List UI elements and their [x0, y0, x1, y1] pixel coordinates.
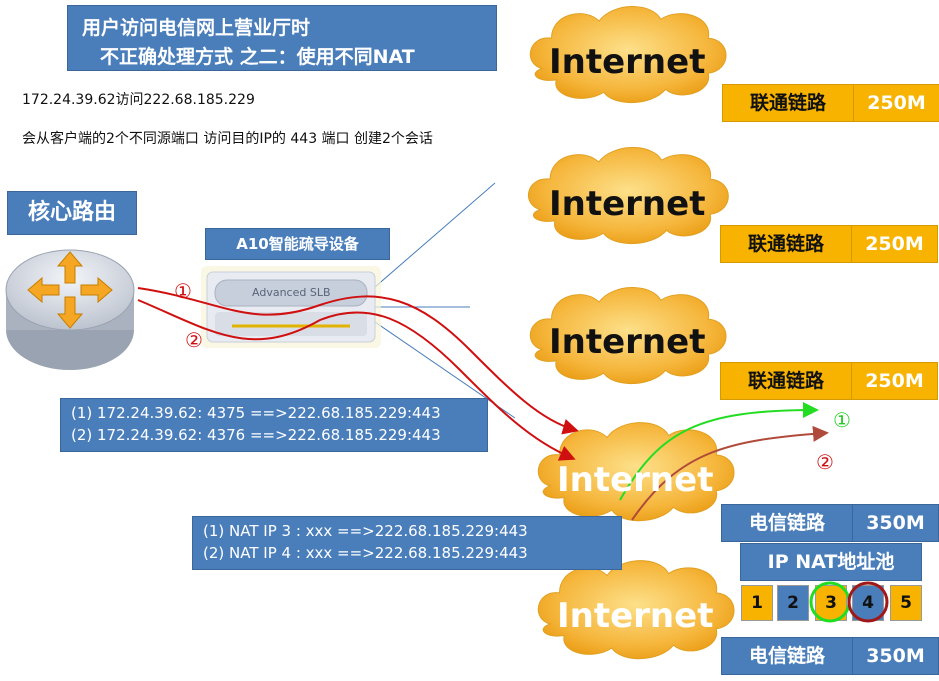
- link-row-4: 电信链路 350M: [721, 504, 939, 542]
- core-router-icon: [5, 249, 135, 370]
- link-name: 联通链路: [720, 225, 852, 263]
- core-router-label: 核心路由: [7, 191, 137, 235]
- link-row-1: 联通链路 250M: [722, 84, 939, 122]
- client-flow-2: (2) 172.24.39.62: 4376 ==>222.68.185.229…: [71, 426, 441, 444]
- nat-pool-item: 5: [890, 585, 922, 621]
- link-row-3: 联通链路 250M: [720, 362, 938, 400]
- link-row-5: 电信链路 350M: [721, 637, 939, 675]
- intro-line-2: 会从客户端的2个不同源端口 访问目的IP的 443 端口 创建2个会话: [22, 131, 433, 147]
- cloud-label-3: Internet: [549, 322, 706, 362]
- nat-flow-1: (1) NAT IP 3 : xxx ==>222.68.185.229:443: [203, 522, 528, 540]
- nat-flow-2: (2) NAT IP 4 : xxx ==>222.68.185.229:443: [203, 544, 528, 562]
- nat-flow-marker-1: ①: [833, 408, 851, 432]
- title-line-2: 不正确处理方式 之二：使用不同NAT: [100, 46, 415, 68]
- device-panel-text: Advanced SLB: [252, 286, 331, 299]
- link-bandwidth: 250M: [851, 362, 938, 400]
- title-line-1: 用户访问电信网上营业厅时: [82, 17, 311, 39]
- intro-line-1: 172.24.39.62访问222.68.185.229: [22, 92, 255, 108]
- nat-pool-title: IP NAT地址池: [740, 543, 922, 581]
- diagram-title: 用户访问电信网上营业厅时 不正确处理方式 之二：使用不同NAT: [67, 5, 497, 71]
- link-name: 联通链路: [720, 362, 852, 400]
- link-bandwidth: 250M: [851, 225, 938, 263]
- cloud-label-2: Internet: [549, 184, 706, 224]
- nat-flow-marker-2: ②: [816, 450, 834, 474]
- link-name: 电信链路: [721, 504, 853, 542]
- flow-marker-2: ②: [185, 328, 203, 352]
- flow-marker-1: ①: [174, 279, 192, 303]
- nat-pool-item: 1: [741, 585, 773, 621]
- client-flow-1: (1) 172.24.39.62: 4375 ==>222.68.185.229…: [71, 404, 441, 422]
- slb-device-icon: [201, 266, 381, 348]
- cloud-label-1: Internet: [549, 42, 706, 82]
- link-name: 电信链路: [721, 637, 853, 675]
- cloud-label-4: Internet: [557, 460, 714, 500]
- link-bandwidth: 350M: [852, 637, 939, 675]
- device-label: A10智能疏导设备: [205, 228, 390, 260]
- nat-pool-item: 4: [852, 585, 884, 621]
- link-bandwidth: 350M: [852, 504, 939, 542]
- cloud-label-5: Internet: [557, 596, 714, 636]
- nat-pool-item: 3: [815, 585, 847, 621]
- nat-pool-item: 2: [777, 585, 809, 621]
- nat-flows-box: (1) NAT IP 3 : xxx ==>222.68.185.229:443…: [192, 516, 622, 570]
- link-name: 联通链路: [722, 84, 854, 122]
- link-row-2: 联通链路 250M: [720, 225, 938, 263]
- link-bandwidth: 250M: [853, 84, 939, 122]
- client-flows-box: (1) 172.24.39.62: 4375 ==>222.68.185.229…: [60, 398, 488, 452]
